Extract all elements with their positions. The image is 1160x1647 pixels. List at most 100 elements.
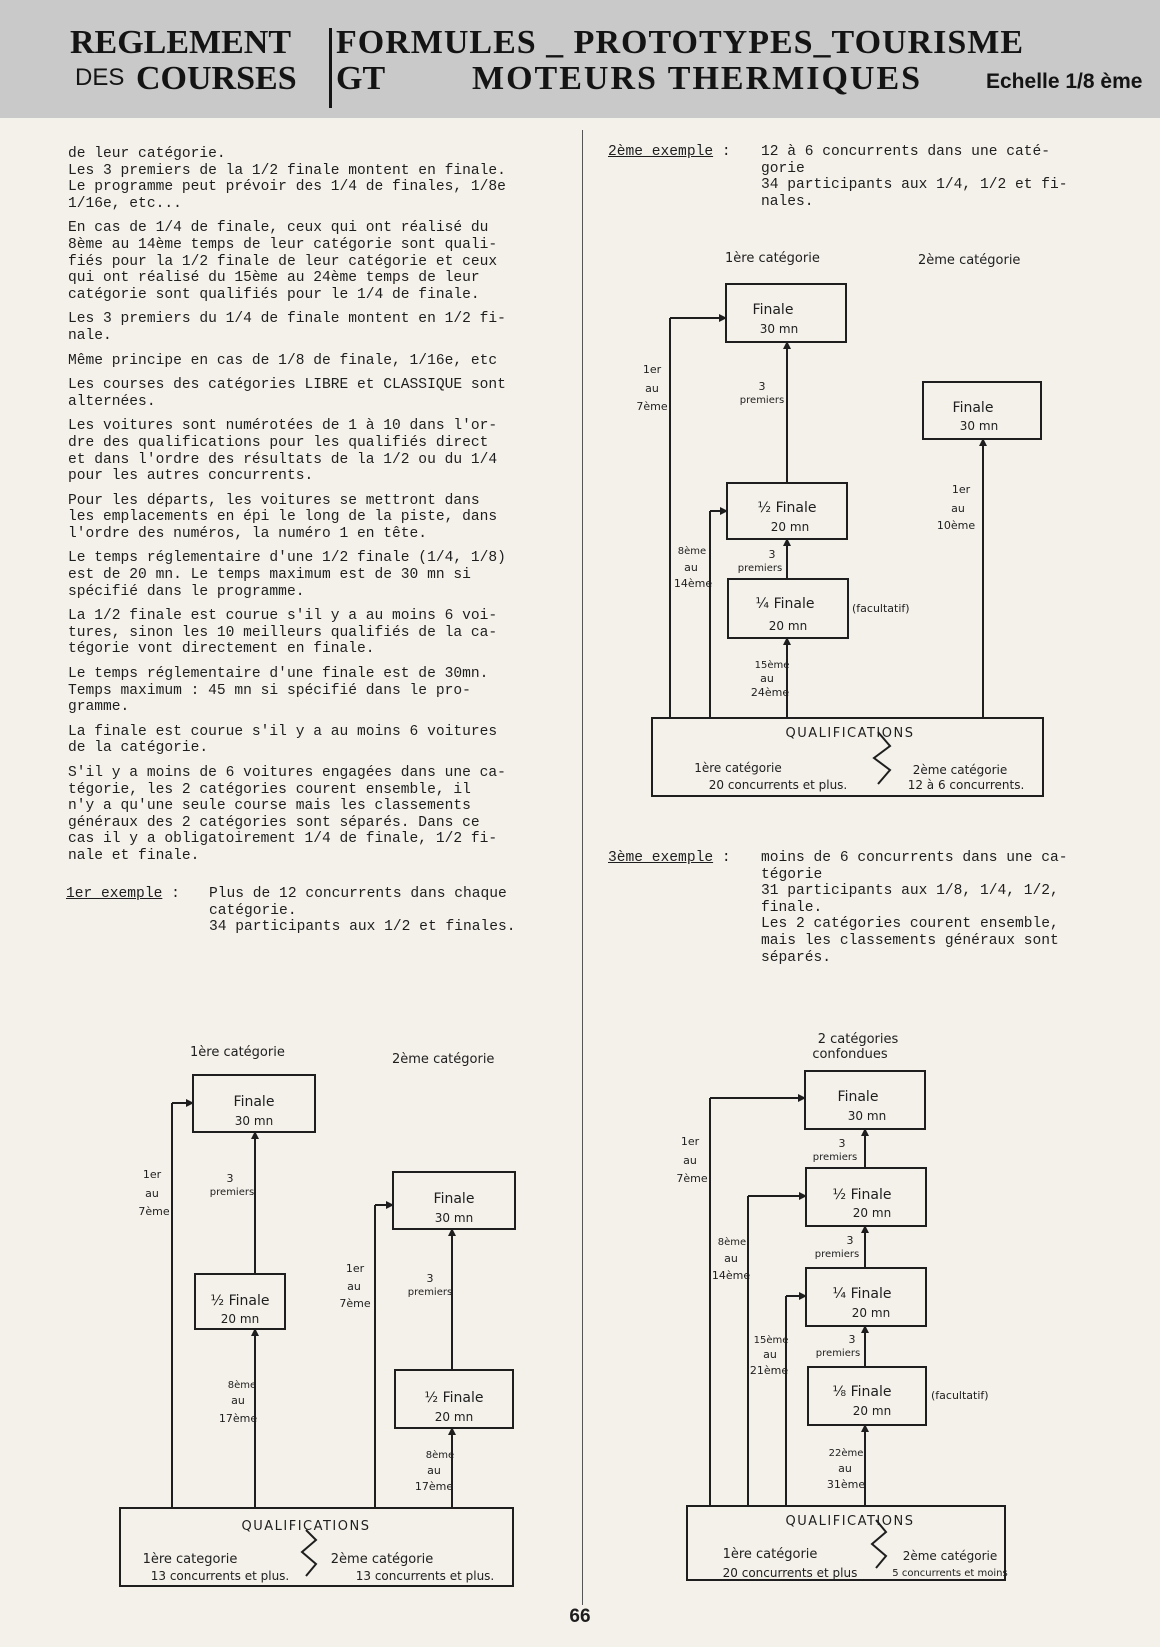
diagram-2 [651,283,1044,797]
category-label: 2ème catégorie [918,253,1020,268]
qualifications-title: QUALIFICATIONS [786,1514,915,1529]
paragraph: Les voitures sont numérotées de 1 à 10 d… [68,418,498,485]
category-count: 13 concurrents et plus. [151,1569,290,1583]
optional-note: (facultatif) [852,602,910,615]
header-courses: COURSES [136,60,297,97]
category-separator [870,1519,888,1569]
box-duration: 20 mn [853,1206,891,1220]
advance-count: 3 [427,1272,434,1285]
advance-count: 3 [849,1333,856,1346]
category-separator [300,1529,318,1577]
range-label: 21ème [750,1364,788,1377]
box-duration: 30 mn [435,1211,473,1225]
paragraph: Même principe en cas de 1/8 de finale, 1… [68,352,498,369]
header-gt: GT [336,60,386,97]
paragraph: La 1/2 finale est courue s'il y a au moi… [68,608,498,658]
paragraph: Les courses des catégories LIBRE et CLAS… [68,377,506,410]
range-label: 8ème [678,545,706,557]
box-qualifications [119,1507,514,1587]
box-duration: 20 mn [853,1404,891,1418]
range-label: 15ème [755,659,790,671]
range-label: 17ème [219,1412,257,1425]
example-3: 3ème exemple : moins de 6 concurrents da… [608,850,1128,970]
example-2: 2ème exemple : 12 à 6 concurrents dans u… [608,144,1128,214]
category-count: 20 concurrents et plus [723,1566,858,1580]
range-label: au [763,1348,777,1361]
category-label: 1ère catégorie [725,251,820,266]
column-divider [582,130,583,1605]
range-label: 7ème [676,1172,707,1185]
box-title: ¼ Finale [756,596,815,612]
range-label: 22ème [829,1447,864,1459]
box-title: Finale [838,1089,879,1105]
paragraph: de leur catégorie. Les 3 premiers de la … [68,146,506,212]
range-label: au [724,1252,738,1265]
box-title: Finale [234,1094,275,1110]
merged-label: confondues [812,1047,888,1062]
box-title: ½ Finale [758,500,817,516]
category-label: 2ème catégorie [392,1052,494,1067]
category-count: 13 concurrents et plus. [356,1569,495,1583]
box-duration: 20 mn [771,520,809,534]
merged-label: 2 catégories [818,1032,899,1047]
range-label: 1er [143,1168,162,1181]
example-label: 2ème exemple : [608,144,731,160]
advance-count: 3 [227,1172,234,1185]
range-label: 1er [643,363,662,376]
category-count: 12 à 6 concurrents. [908,778,1025,792]
box-duration: 20 mn [221,1312,259,1326]
example-text: 12 à 6 concurrents dans une caté- gorie … [761,144,1068,210]
range-label: 8ème [228,1379,256,1391]
header-scale: Echelle 1/8 ème [986,70,1143,93]
qualifications-title: QUALIFICATIONS [242,1519,371,1534]
paragraph: Le temps réglementaire d'une finale est … [68,666,489,716]
box-qualifications [686,1505,1006,1581]
example-text: Plus de 12 concurrents dans chaque catég… [209,886,516,936]
category-label: 1ère catégorie [694,761,782,775]
diagram-3 [686,1070,1006,1581]
range-label: 24ème [751,686,789,699]
advance-label: premiers [738,563,782,574]
box-title: ½ Finale [211,1293,270,1309]
paragraph: Les 3 premiers du 1/4 de finale montent … [68,311,506,344]
range-label: 14ème [674,577,712,590]
paragraph: En cas de 1/4 de finale, ceux qui ont ré… [68,220,498,303]
box-title: ½ Finale [425,1390,484,1406]
category-label: 2ème catégorie [913,763,1008,777]
range-label: au [145,1187,159,1200]
range-label: 7ème [636,400,667,413]
advance-label: premiers [815,1249,859,1260]
range-label: 1er [346,1262,365,1275]
optional-note: (facultatif) [931,1389,989,1402]
range-label: 1er [681,1135,700,1148]
range-label: 14ème [712,1269,750,1282]
header-des-small: DES [75,64,125,91]
category-count: 5 concurrents et moins [892,1568,1007,1579]
diagram-1 [119,1074,516,1587]
left-text-column: de leur catégorie. Les 3 premiers de la … [68,146,578,873]
box-duration: 20 mn [852,1306,890,1320]
range-label: 15ème [754,1334,789,1346]
paragraph: S'il y a moins de 6 voitures engagées da… [68,765,506,864]
category-separator [872,731,892,785]
range-label: 7ème [339,1297,370,1310]
advance-count: 3 [769,548,776,561]
qualifications-title: QUALIFICATIONS [786,726,915,741]
paragraph: Le temps réglementaire d'une 1/2 finale … [68,550,506,600]
box-title: ⅛ Finale [833,1384,892,1400]
box-duration: 30 mn [848,1109,886,1123]
box-duration: 20 mn [435,1410,473,1424]
box-title: Finale [953,400,994,416]
page-number: 66 [569,1606,591,1627]
advance-label: premiers [408,1287,452,1298]
range-label: au [645,382,659,395]
box-duration: 30 mn [760,322,798,336]
advance-count: 3 [839,1137,846,1150]
box-duration: 20 mn [769,619,807,633]
category-label: 1ère categorie [143,1552,238,1567]
category-label: 2ème catégorie [331,1552,433,1567]
box-duration: 30 mn [960,419,998,433]
advance-label: premiers [813,1152,857,1163]
category-label: 2ème catégorie [903,1549,998,1563]
range-label: au [427,1464,441,1477]
